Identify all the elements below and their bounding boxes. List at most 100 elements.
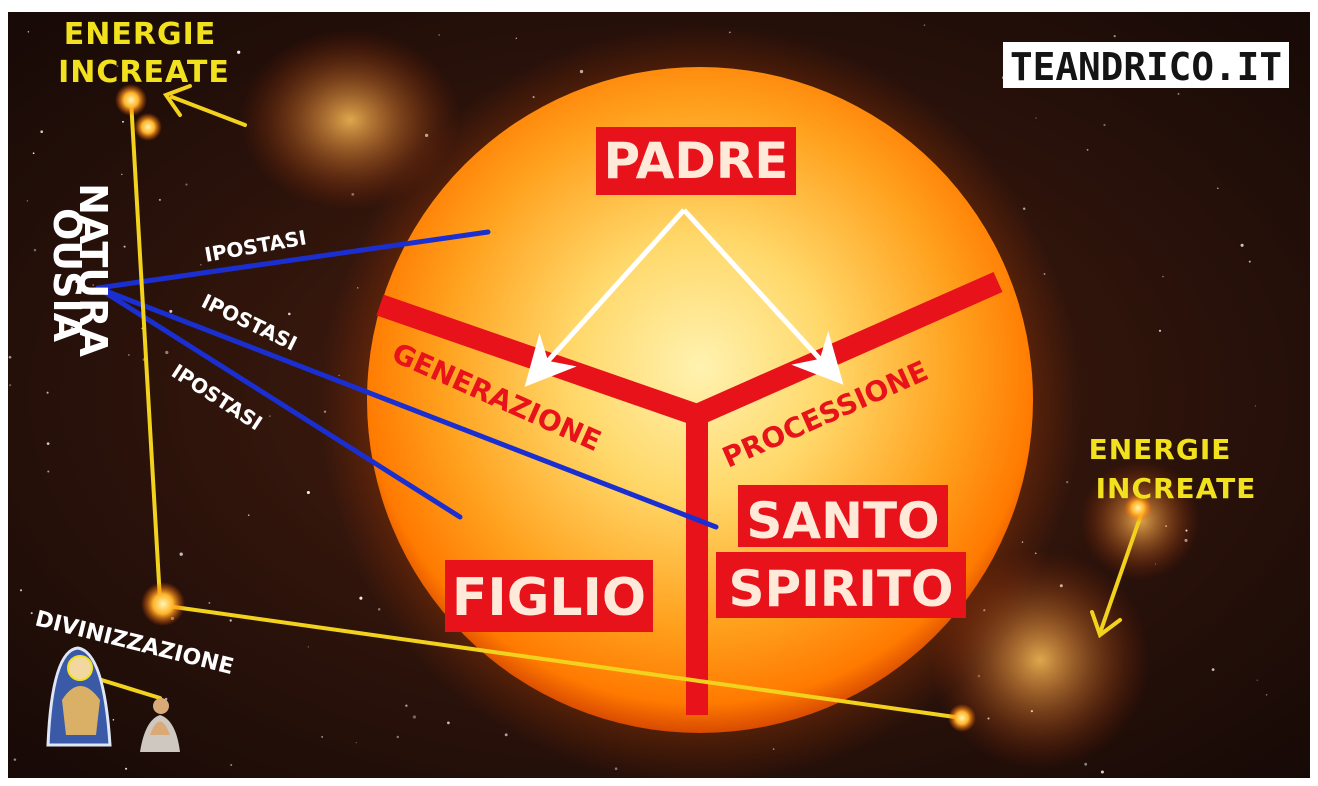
star — [32, 152, 35, 155]
star — [185, 183, 188, 186]
star — [1086, 148, 1089, 151]
ipostasi-line-figlio — [95, 285, 463, 520]
star — [82, 208, 85, 211]
star — [515, 37, 517, 39]
star — [13, 758, 17, 761]
star — [200, 264, 202, 266]
star — [92, 284, 94, 286]
star — [237, 50, 241, 54]
star — [122, 120, 124, 123]
padre-arrows — [524, 208, 844, 387]
star — [1084, 762, 1088, 766]
santo-spirito-box: SANTO SPIRITO — [716, 485, 966, 618]
star — [1211, 668, 1215, 671]
star — [1100, 770, 1104, 774]
star — [19, 589, 23, 592]
star — [1177, 92, 1180, 95]
star — [447, 721, 450, 725]
star — [123, 245, 126, 248]
star — [307, 646, 309, 648]
energie-right-line1: ENERGIE — [1089, 433, 1232, 466]
star — [75, 281, 78, 284]
star — [9, 384, 12, 387]
star — [405, 704, 408, 707]
santo-label: SANTO — [746, 492, 939, 550]
star — [1216, 187, 1219, 190]
star — [1248, 260, 1251, 263]
energie-top-line1: ENERGIE — [64, 17, 216, 52]
christ-icon — [46, 646, 112, 747]
star — [504, 733, 508, 737]
padre-box: PADRE — [596, 127, 796, 195]
star — [127, 353, 130, 356]
energy-line-figure — [93, 676, 162, 700]
star — [46, 391, 49, 394]
star — [46, 442, 50, 445]
energy-point-top — [115, 84, 147, 116]
star — [40, 130, 44, 134]
figlio-label: FIGLIO — [452, 568, 646, 628]
star — [1256, 679, 1258, 681]
spirito-label: SPIRITO — [729, 560, 954, 618]
solar-flare-top-left — [240, 30, 460, 210]
star — [230, 763, 233, 767]
star — [247, 514, 250, 516]
star — [306, 490, 310, 495]
site-logo: TEANDRICO.IT — [1003, 42, 1289, 89]
padre-label: PADRE — [604, 132, 789, 190]
arrow-to-processione — [682, 208, 844, 385]
energy-point-bottom-right — [948, 704, 976, 732]
energy-point-right — [1124, 494, 1152, 522]
star — [179, 552, 183, 556]
star — [125, 767, 128, 770]
figlio-box: FIGLIO — [445, 560, 653, 632]
star — [70, 326, 74, 330]
star — [1035, 117, 1037, 119]
star — [33, 248, 37, 252]
logo-text: TEANDRICO.IT — [1010, 45, 1282, 89]
star — [8, 355, 12, 359]
star — [268, 415, 271, 417]
star — [287, 312, 291, 316]
star — [158, 198, 161, 201]
star — [208, 601, 211, 604]
energy-line-vertical — [129, 98, 162, 602]
star — [27, 31, 30, 33]
star — [359, 596, 363, 600]
star — [30, 612, 33, 615]
energy-line-bottom — [158, 603, 964, 720]
star — [1158, 329, 1162, 332]
energie-top-line2: INCREATE — [58, 55, 230, 90]
star — [47, 470, 50, 473]
star — [438, 34, 440, 36]
energy-arrow-top-shaft — [170, 95, 247, 127]
star — [1170, 446, 1172, 448]
energy-point-top-2 — [134, 113, 162, 141]
energy-arrow-top-head — [162, 84, 192, 117]
star — [1103, 123, 1106, 127]
energy-point-divinization — [141, 582, 185, 626]
star — [923, 24, 926, 26]
star — [1240, 243, 1244, 247]
ipostasi-lines — [95, 229, 719, 530]
star — [355, 742, 357, 744]
star — [165, 350, 169, 355]
natura-label: NATURA — [71, 183, 115, 357]
ousia-label: OUSIA — [45, 208, 89, 343]
star — [1162, 275, 1164, 278]
star — [1265, 694, 1268, 696]
star — [396, 735, 400, 739]
star — [169, 309, 173, 313]
energy-lines — [93, 84, 1144, 720]
star — [412, 715, 417, 719]
energie-right-line2: INCREATE — [1096, 472, 1257, 505]
star — [1113, 34, 1116, 38]
arrow-to-generazione — [524, 208, 686, 387]
star — [112, 719, 115, 721]
star — [321, 736, 323, 738]
y-branch-right — [692, 271, 1003, 426]
star — [26, 200, 29, 202]
star — [116, 65, 119, 67]
energy-arrow-right-shaft — [1098, 510, 1144, 635]
